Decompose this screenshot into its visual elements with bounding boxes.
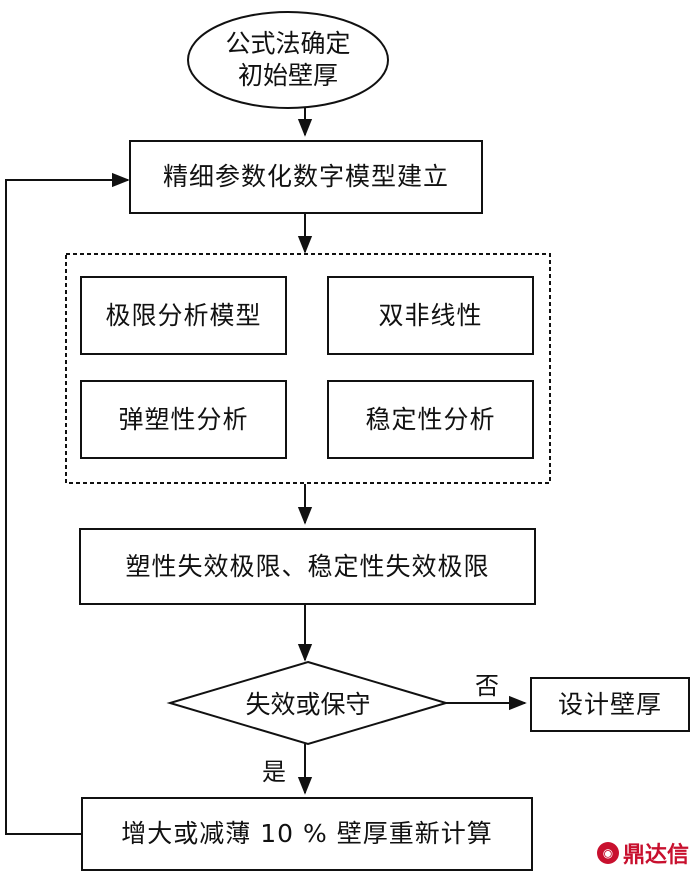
- start-line1: 公式法确定: [225, 29, 351, 58]
- start-node-label: 公式法确定 初始壁厚: [188, 12, 388, 108]
- arrow-recalc-loop-back: [5, 172, 130, 835]
- recalculate-box: 增大或减薄 10 % 壁厚重新计算: [81, 797, 533, 871]
- decision-diamond: [166, 660, 450, 746]
- watermark-text: 鼎达信: [622, 843, 689, 868]
- watermark-logo-icon: ◉: [596, 842, 619, 864]
- analysis-item-limit-model: 极限分析模型: [80, 276, 287, 355]
- start-ellipse: [187, 11, 389, 109]
- analysis-group-border: [65, 253, 551, 484]
- analysis-item-double-nonlinear: 双非线性: [327, 276, 534, 355]
- limits-box: 塑性失效极限、稳定性失效极限: [79, 528, 536, 605]
- analysis-item-stability: 稳定性分析: [327, 380, 534, 459]
- watermark: ◉ 鼎达信: [596, 837, 689, 869]
- decision-no-label: 否: [475, 672, 499, 700]
- start-line2: 初始壁厚: [237, 61, 338, 90]
- decision-yes-label: 是: [262, 758, 286, 786]
- design-thickness-box: 设计壁厚: [530, 677, 690, 732]
- model-build-box: 精细参数化数字模型建立: [129, 140, 483, 214]
- analysis-item-elastoplastic: 弹塑性分析: [80, 380, 287, 459]
- decision-label: 失效或保守: [245, 690, 371, 719]
